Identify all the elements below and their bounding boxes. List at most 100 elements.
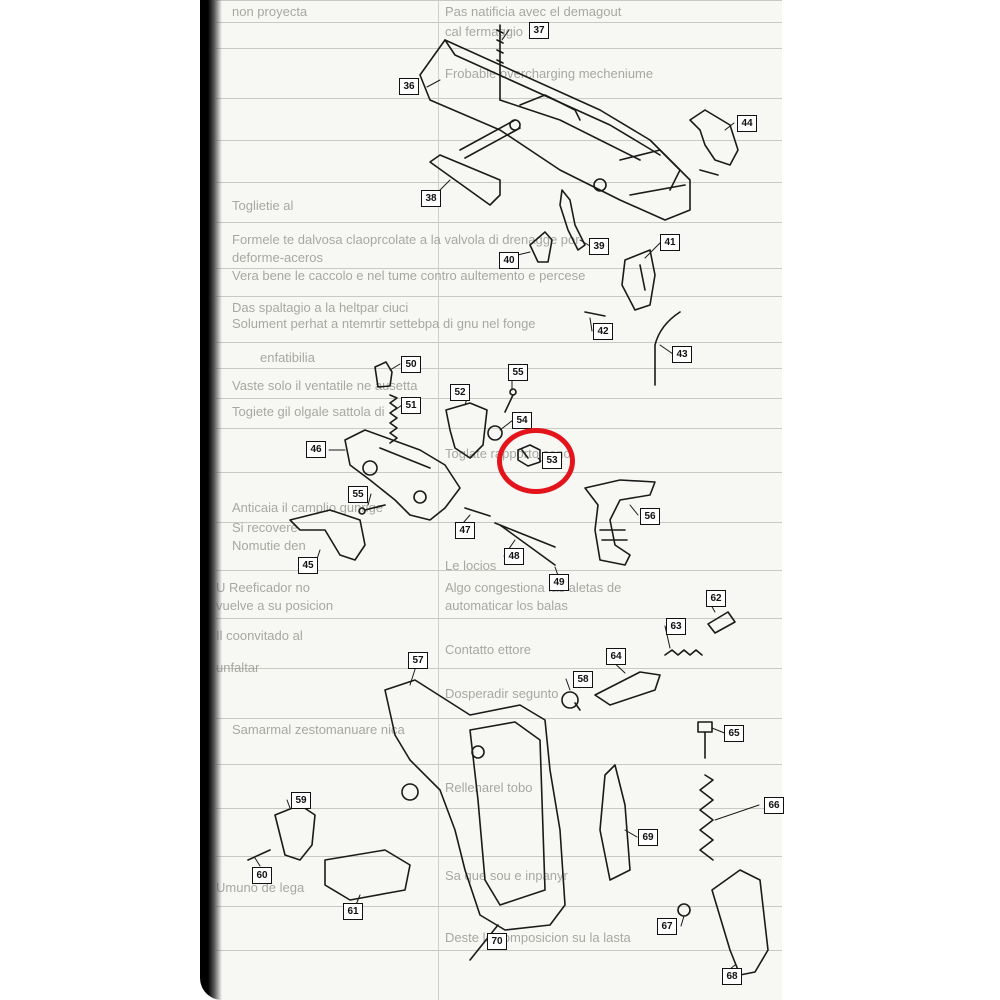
part-number-label-64: 64 [606, 648, 626, 665]
background-rule [214, 906, 782, 907]
part-44-hammer [689, 109, 739, 176]
background-rule [214, 22, 782, 23]
part-number-label-57: 57 [408, 652, 428, 669]
background-text-line: Togiete gil olgale sattola di [232, 404, 385, 419]
part-number-label-51: 51 [401, 397, 421, 414]
background-text-line: Formele te dalvosa claoprcolate a la val… [232, 232, 580, 247]
background-rule [214, 950, 782, 951]
part-number-label-54: 54 [512, 412, 532, 429]
part-number-label-50: 50 [401, 356, 421, 373]
part-number-label-46: 46 [306, 441, 326, 458]
background-rule [214, 98, 782, 99]
part-60-pin [247, 849, 271, 861]
part-68-magazine [711, 869, 769, 976]
background-text-line: Sa que sou e inpanyr [445, 868, 568, 883]
background-rule [214, 668, 782, 669]
background-text-line: cal fermaggio [445, 24, 524, 39]
background-text-line: Toglietie al [232, 198, 294, 213]
part-61-plate [324, 849, 411, 901]
background-text-line: unfaltar [216, 660, 260, 675]
part-number-label-65: 65 [724, 725, 744, 742]
part-70-pin [469, 924, 499, 961]
background-rule [214, 342, 782, 343]
background-text-line: Il coonvitado al [216, 628, 303, 643]
part-51-spring [389, 394, 398, 444]
part-number-label-44: 44 [737, 115, 757, 132]
part-67-pin [677, 903, 691, 917]
page-edge-shadow [200, 0, 222, 1000]
background-text-line: vuelve a su posicion [216, 598, 334, 613]
part-number-label-42: 42 [593, 323, 613, 340]
background-rule [214, 48, 782, 49]
part-62-pin [707, 611, 736, 634]
background-text-line: Solument perhat a ntemrtir settebpa di g… [232, 316, 536, 331]
part-number-label-45: 45 [298, 557, 318, 574]
part-number-label-37: 37 [529, 22, 549, 39]
part-number-label-40: 40 [499, 252, 519, 269]
part-number-label-52: 52 [450, 384, 470, 401]
background-column-rule [438, 0, 439, 1000]
part-number-label-70: 70 [487, 933, 507, 950]
part-64-slide-catch [594, 671, 661, 706]
part-number-label-43: 43 [672, 346, 692, 363]
part-number-label-49: 49 [549, 574, 569, 591]
background-rule [214, 368, 782, 369]
part-number-label-38: 38 [421, 190, 441, 207]
background-rule [214, 222, 782, 223]
background-text-line: Pas natificia avec el demagout [445, 4, 622, 19]
part-45-lever [289, 509, 366, 561]
background-text-line: enfatibilia [260, 350, 315, 365]
part-65-screw [697, 721, 713, 759]
part-number-label-67: 67 [657, 918, 677, 935]
background-text-line: Samarmal zestomanuare nica [232, 722, 405, 737]
part-number-label-60: 60 [252, 867, 272, 884]
part-37-pin [496, 24, 504, 101]
part-63-spring [664, 649, 703, 656]
part-43-mainspring [654, 311, 681, 386]
part-50-plunger [374, 361, 393, 388]
part-number-label-55: 55 [508, 364, 528, 381]
background-text-line: Anticaia il camplio gunrige [232, 500, 384, 515]
part-56-trigger [584, 479, 656, 566]
part-number-label-48: 48 [504, 548, 524, 565]
background-text-line: Vaste solo il ventatile ne ausetta [232, 378, 418, 393]
background-rule [214, 856, 782, 857]
background-text-line: non proyecta [232, 4, 308, 19]
background-text-line: Algo congestiona las aletas de [445, 580, 622, 595]
background-rule [214, 0, 782, 1]
part-49-guide-rod [499, 524, 556, 566]
background-text-line: Frobable overcharging mecheniume [445, 66, 654, 81]
manual-page [214, 0, 782, 1000]
part-36-slide [419, 39, 691, 221]
part-number-label-62: 62 [706, 590, 726, 607]
part-69-magazine-spring [599, 764, 631, 881]
part-number-label-68: 68 [722, 968, 742, 985]
part-41-hammer-strut [621, 249, 656, 311]
part-number-label-59: 59 [291, 792, 311, 809]
part-number-label-47: 47 [455, 522, 475, 539]
background-text-line: Si recovere [232, 520, 298, 535]
background-rule [214, 718, 782, 719]
background-text-line: automaticar los balas [445, 598, 568, 613]
part-66-spring [699, 774, 714, 861]
background-text-line: Contatto ettore [445, 642, 531, 657]
part-39-sear [559, 189, 586, 251]
part-42-pin [584, 311, 606, 317]
background-rule [214, 182, 782, 183]
background-rule [214, 808, 782, 809]
part-59-catch [274, 804, 316, 861]
part-number-label-61: 61 [343, 903, 363, 920]
background-text-line: Das spaltagio a la heltpar ciuci [232, 300, 409, 315]
part-55-screw-left [358, 504, 386, 515]
background-text-line: U Reeficador no [216, 580, 310, 595]
part-48-spring [494, 522, 556, 548]
background-rule [214, 764, 782, 765]
background-rule [214, 472, 782, 473]
part-38-slide-stop [429, 119, 521, 206]
part-number-label-36: 36 [399, 78, 419, 95]
part-47-pin [464, 507, 491, 517]
part-number-label-41: 41 [660, 234, 680, 251]
part-52-block [445, 402, 488, 459]
